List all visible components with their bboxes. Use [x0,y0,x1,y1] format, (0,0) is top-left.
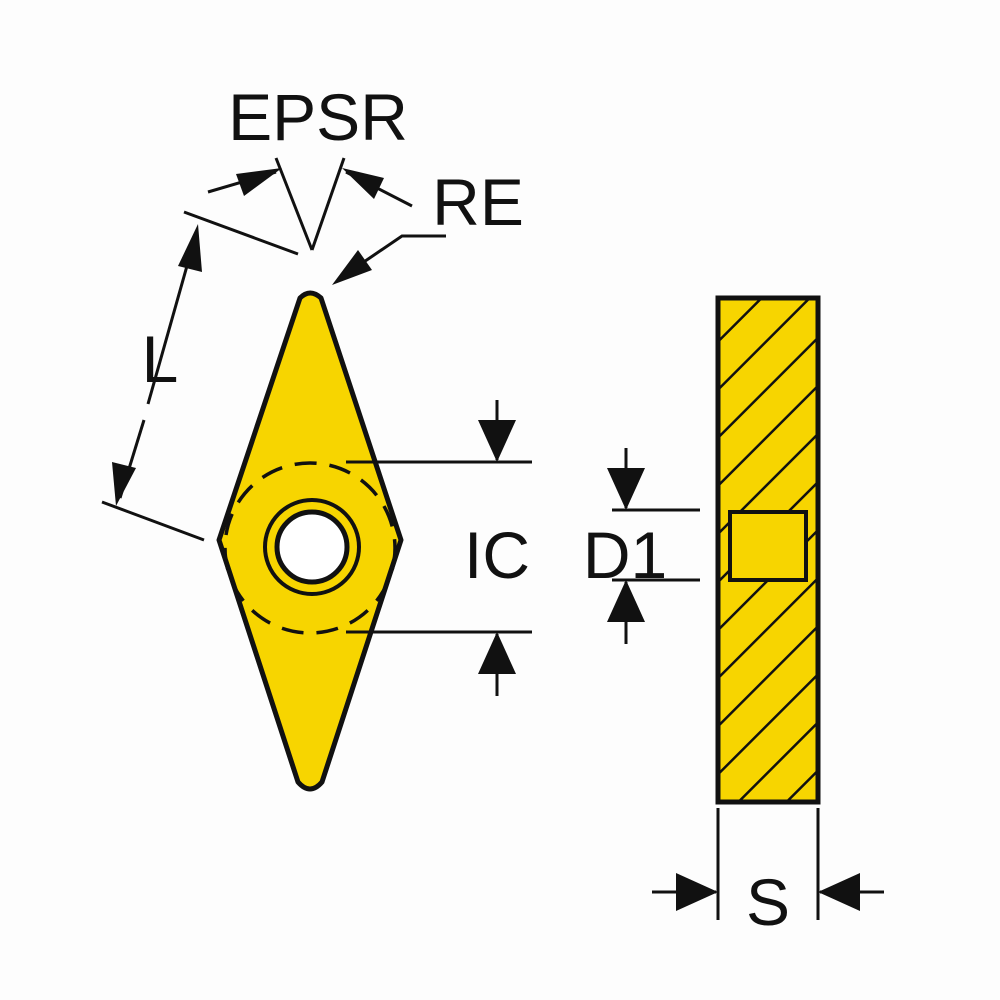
d1-label: D1 [583,518,667,592]
re-arrow [332,250,372,285]
l-label: L [142,322,179,396]
side-hole-section [728,510,808,582]
s-dimension [652,808,884,920]
ic-arrow-top [478,420,516,462]
re-label: RE [432,165,524,239]
hole-countersink [263,498,361,596]
d1-arrow-bottom [607,580,645,622]
ic-label: IC [464,518,530,592]
insert-side-section [715,295,821,805]
re-leader [332,234,446,285]
ic-arrow-bottom [478,632,516,674]
center-hole [274,509,350,585]
s-arrow-left [676,873,718,911]
d1-dimension [607,448,700,644]
l-dimension [101,210,299,542]
inscribed-circle-ic [223,461,397,635]
epsr-label: EPSR [228,80,408,154]
l-arrow-bottom [112,462,136,506]
d1-arrow-top [607,468,645,510]
epsr-dimension [207,157,413,251]
epsr-arrow-right [342,168,384,199]
epsr-arrow-left [236,168,282,196]
s-label: S [746,865,790,939]
s-arrow-right [818,873,860,911]
l-arrow-top [178,224,202,272]
ic-dimension [346,400,532,696]
